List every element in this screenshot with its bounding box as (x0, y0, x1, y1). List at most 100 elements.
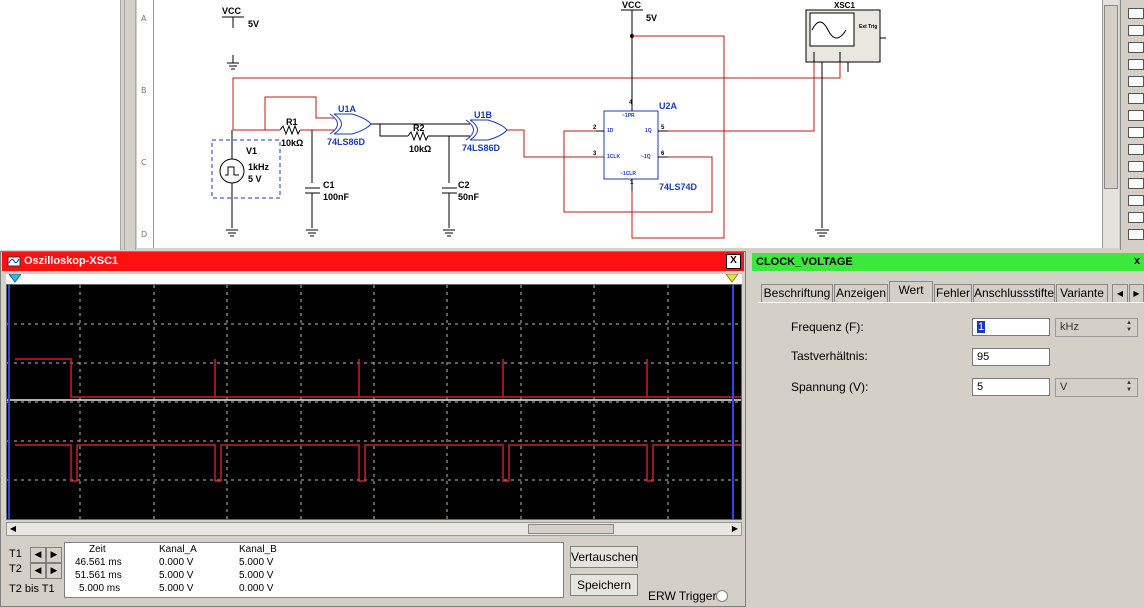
u2a-pin-q: 1Q (645, 128, 652, 134)
t2-right-arrow-icon[interactable]: ▶ (46, 563, 62, 579)
table-cell: 0.000 V (239, 583, 274, 594)
tab-anzeigen[interactable]: Anzeigen (834, 284, 888, 302)
cursor-controls: T1 ◀ ▶ T2 ◀ ▶ T2 bis T1 (6, 542, 62, 600)
t2-left-arrow-icon[interactable]: ◀ (30, 563, 46, 579)
readout-header-channel-b: Kanal_B (239, 544, 277, 555)
r2-value: 10kΩ (409, 144, 432, 154)
tab-fehler[interactable]: Fehler (934, 284, 972, 302)
duty-cycle-label: Tastverhältnis: (791, 349, 868, 363)
schematic-sheet[interactable] (137, 0, 1102, 248)
c2-value: 50nF (458, 192, 480, 202)
spinner-icon[interactable]: ▲▼ (1126, 380, 1132, 393)
screen-horizontal-scrollbar[interactable]: ◀ ▶ (6, 522, 742, 536)
cursor-diff-label: T2 bis T1 (9, 583, 55, 595)
iv-analyzer-icon[interactable] (1128, 178, 1144, 189)
u2a-pin-4: 4 (629, 100, 633, 106)
logic-analyzer-icon[interactable] (1128, 144, 1144, 155)
scrollbar-thumb[interactable] (1104, 5, 1118, 189)
close-icon[interactable]: x (1133, 255, 1141, 267)
frequency-counter-icon[interactable] (1128, 110, 1144, 121)
save-button[interactable]: Speichern (570, 574, 638, 596)
u1a-part: 74LS86D (327, 137, 366, 147)
logic-converter-icon[interactable] (1128, 161, 1144, 172)
vcc2-value: 5V (646, 13, 658, 23)
readout-header-channel-a: Kanal_A (159, 544, 197, 555)
c1-name: C1 (323, 180, 335, 190)
instruments-toolbar (1120, 0, 1144, 250)
distortion-analyzer-icon[interactable] (1128, 195, 1144, 206)
cursor-t1-marker-icon[interactable] (9, 274, 21, 283)
xsc1-ext-trig-label: Ext Trig (859, 24, 878, 30)
u2a-pin-1: 1 (630, 180, 634, 186)
tab-variante[interactable]: Variante (1056, 284, 1108, 302)
table-cell: 5.000 V (159, 570, 194, 581)
frequency-value: 1 (977, 321, 986, 333)
function-generator-icon[interactable] (1128, 25, 1144, 36)
tab-scroll-right-icon[interactable]: ▶ (1129, 284, 1144, 302)
wattmeter-icon[interactable] (1128, 42, 1144, 53)
tab-beschriftung[interactable]: Beschriftung (761, 284, 833, 302)
r2-name: R2 (413, 123, 425, 133)
xsc1-name: XSC1 (834, 1, 855, 10)
ext-trigger-radio[interactable] (716, 590, 728, 602)
tab-anschlussstifte[interactable]: Anschlussstifte (973, 284, 1055, 302)
four-channel-oscilloscope-icon[interactable] (1128, 76, 1144, 87)
tab-wert[interactable]: Wert (889, 281, 933, 303)
duty-cycle-value: 95 (977, 351, 990, 363)
row-label-d: D (141, 230, 148, 239)
table-cell: 51.561 ms (75, 570, 122, 581)
scroll-left-icon[interactable]: ◀ (9, 524, 17, 533)
scroll-right-icon[interactable]: ▶ (731, 524, 739, 533)
oscilloscope-titlebar[interactable]: Oszilloskop-XSC1 X (2, 252, 744, 271)
tab-scroll-left-icon[interactable]: ◀ (1112, 284, 1128, 302)
circuit-diagram (211, 9, 886, 239)
voltage-field[interactable]: 5 (972, 378, 1050, 396)
spectrum-analyzer-icon[interactable] (1128, 212, 1144, 223)
spinner-icon[interactable]: ▲▼ (1126, 320, 1132, 333)
frequency-unit-select[interactable]: kHz ▲▼ (1055, 318, 1138, 337)
u1b-name: U1B (474, 110, 493, 120)
t1-right-arrow-icon[interactable]: ▶ (46, 547, 62, 563)
properties-titlebar[interactable]: CLOCK_VOLTAGE x (752, 253, 1144, 271)
u2a-pin-clr: ~1CLR (620, 171, 636, 177)
row-label-a: A (141, 14, 147, 23)
cursor-track (6, 274, 742, 284)
u2a-pin-clk: 1CLK (607, 154, 621, 160)
vcc1-label: VCC (222, 6, 242, 16)
cursor-t2-label: T2 (9, 563, 22, 575)
screen-grid (7, 285, 741, 519)
network-analyzer-icon[interactable] (1128, 229, 1144, 240)
r1-value: 10kΩ (281, 138, 304, 148)
cursor-t2-marker-icon[interactable] (726, 274, 738, 283)
u1b-part: 74LS86D (462, 143, 501, 153)
row-label-c: C (141, 158, 147, 167)
oscilloscope-screen[interactable] (6, 284, 742, 520)
frequency-field[interactable]: 1 (972, 318, 1050, 336)
duty-cycle-field[interactable]: 95 (972, 348, 1050, 366)
word-generator-icon[interactable] (1128, 127, 1144, 138)
swap-button[interactable]: Vertauschen (570, 546, 638, 568)
t1-left-arrow-icon[interactable]: ◀ (30, 547, 46, 563)
v1-frequency: 1kHz (248, 162, 270, 172)
close-icon[interactable]: X (726, 254, 741, 269)
u2a-pin-3: 3 (593, 151, 597, 157)
u2a-pin-d: 1D (607, 128, 614, 134)
table-cell: 5.000 ms (79, 583, 121, 594)
u2a-pin-5: 5 (661, 125, 665, 131)
frequency-unit-value: kHz (1060, 321, 1079, 333)
voltage-unit-select[interactable]: V▲▼ (1055, 378, 1138, 397)
r1-name: R1 (286, 117, 298, 127)
oscilloscope-icon[interactable] (1128, 59, 1144, 70)
panel-splitter[interactable] (124, 0, 136, 250)
multimeter-icon[interactable] (1128, 8, 1144, 19)
table-cell: 46.561 ms (75, 557, 122, 568)
scrollbar-thumb[interactable] (528, 524, 614, 534)
u2a-pin-2: 2 (593, 125, 597, 131)
c2-name: C2 (458, 180, 470, 190)
voltage-value: 5 (977, 381, 984, 393)
bode-plotter-icon[interactable] (1128, 93, 1144, 104)
cursor-readout-table: Zeit Kanal_A Kanal_B 46.561 ms 0.000 V 5… (64, 542, 564, 598)
u2a-part: 74LS74D (659, 182, 698, 192)
vcc1-value: 5V (248, 19, 260, 29)
oscilloscope-title: Oszilloskop-XSC1 (24, 255, 119, 267)
